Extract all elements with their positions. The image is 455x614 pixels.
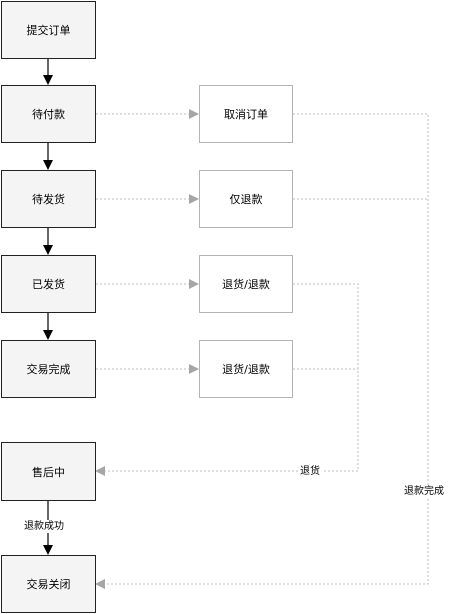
node-after-sale: 售后中 (1, 442, 96, 501)
node-pending-payment: 待付款 (1, 85, 96, 143)
node-pending-shipment: 待发货 (1, 170, 96, 228)
node-submit-order: 提交订单 (1, 1, 96, 59)
label-refund-completed: 退款完成 (402, 485, 446, 498)
node-return-refund-1: 退货/退款 (199, 255, 293, 313)
edge-refund-to-trade-closed (95, 113, 429, 589)
label-return-goods: 退货 (298, 465, 322, 478)
edge-return-to-after-sale (95, 283, 359, 476)
node-trade-closed: 交易关闭 (1, 555, 96, 613)
node-return-refund-2: 退货/退款 (199, 340, 293, 398)
node-shipped: 已发货 (1, 255, 96, 313)
node-cancel-order: 取消订单 (199, 85, 293, 143)
label-refund-success: 退款成功 (22, 520, 66, 533)
node-trade-completed: 交易完成 (1, 340, 96, 398)
node-refund-only: 仅退款 (199, 170, 293, 228)
